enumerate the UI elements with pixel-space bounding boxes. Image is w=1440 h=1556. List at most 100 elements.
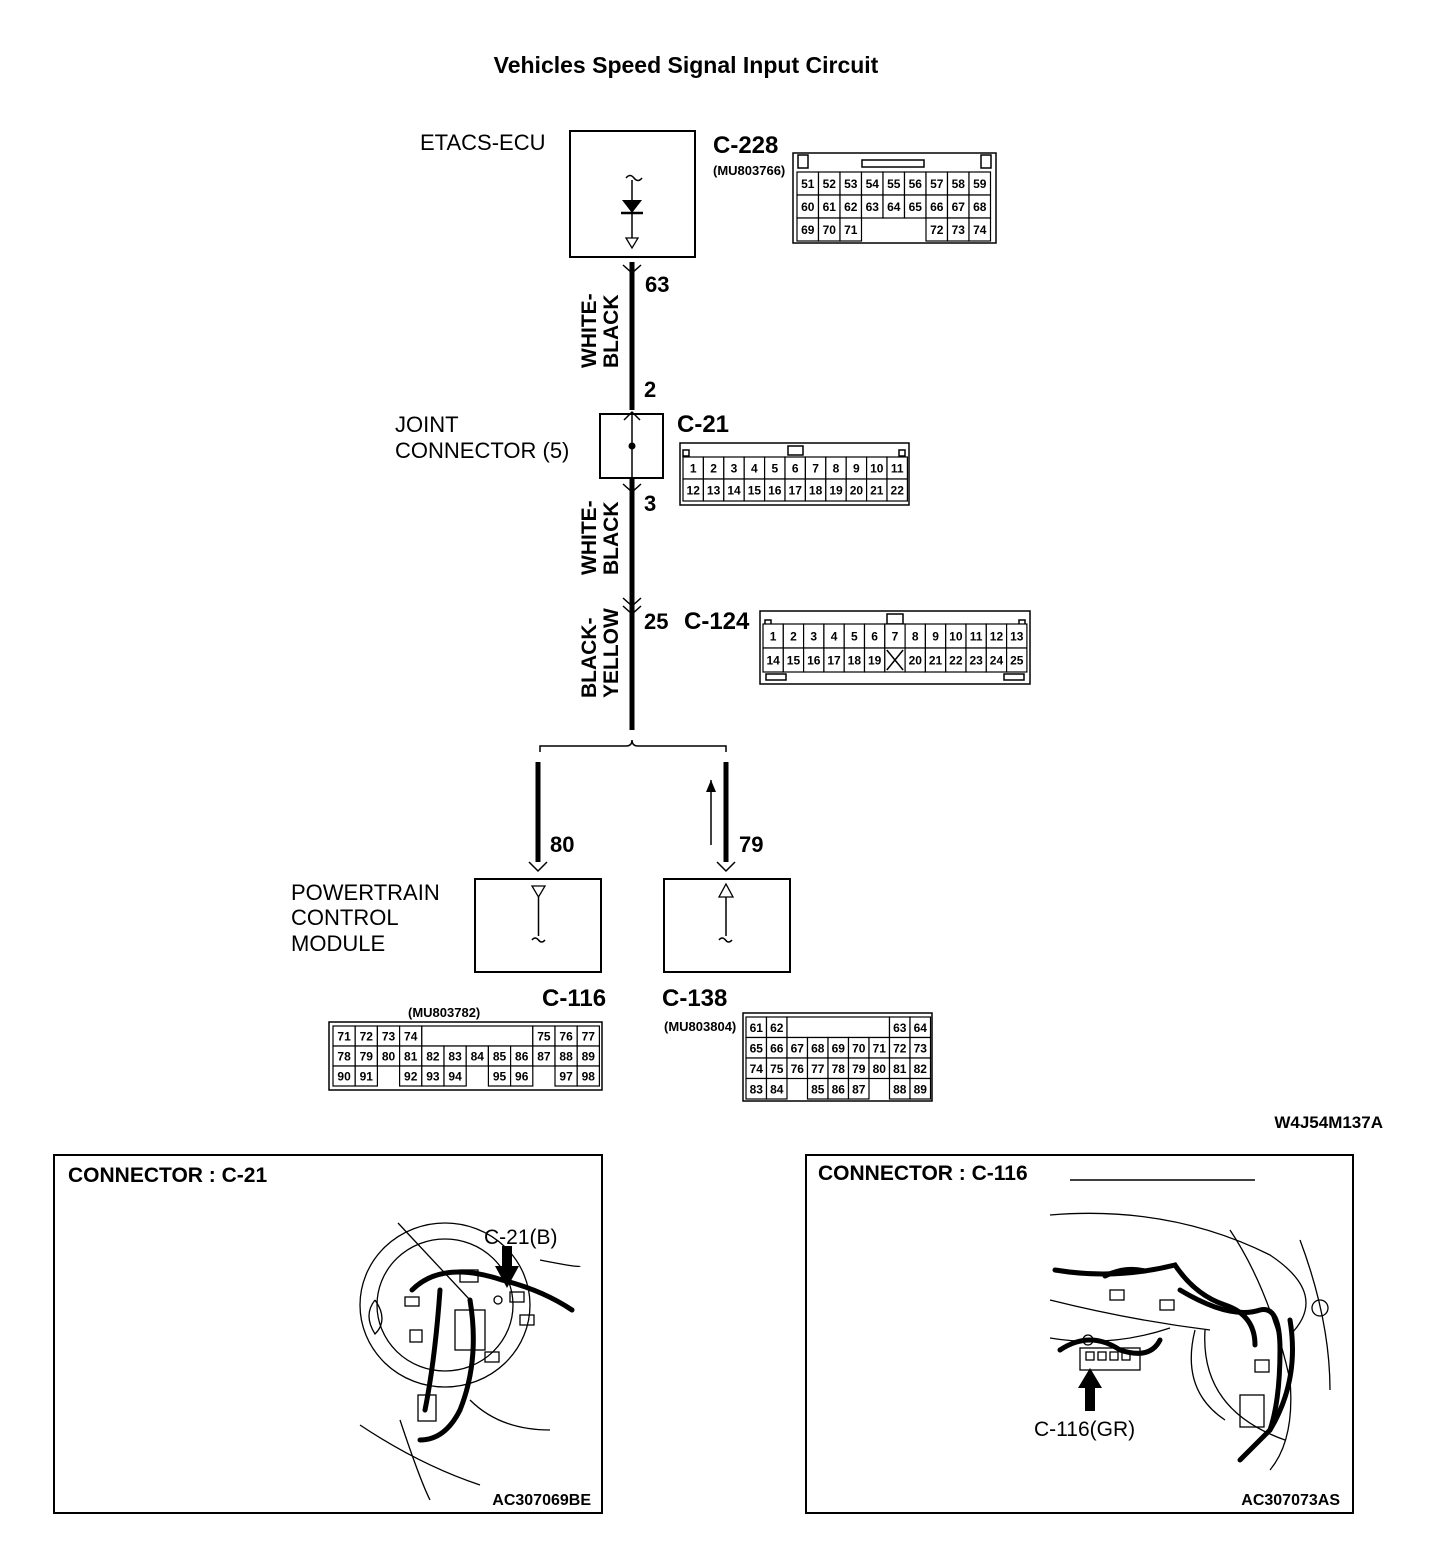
pin-number: 74	[750, 1062, 764, 1076]
pin-number: 73	[952, 223, 966, 237]
pin-number: 9	[853, 462, 860, 476]
pin-number: 62	[844, 200, 858, 214]
pin-number: 12	[990, 630, 1004, 644]
pin-number: 17	[789, 484, 803, 498]
pin-number: 13	[1010, 630, 1024, 644]
c-124-feet	[765, 673, 1025, 681]
etacs-ecu-output-arrow-icon	[624, 237, 640, 250]
wire-color-white-black-2-line1: WHITE-	[578, 500, 601, 575]
joint-connector-label-line2: CONNECTOR (5)	[395, 438, 569, 463]
pin-number: 88	[893, 1082, 907, 1096]
pin-number: 83	[750, 1082, 764, 1096]
pin-63-label: 63	[645, 272, 669, 297]
pin-number: 15	[787, 654, 801, 668]
pin-number: 21	[870, 484, 884, 498]
c-228-id: C-228	[713, 132, 778, 159]
pin-number: 79	[852, 1062, 866, 1076]
pin-number: 10	[870, 462, 884, 476]
pin-number: 87	[537, 1050, 551, 1064]
pin-number: 94	[448, 1070, 462, 1084]
pin-number: 52	[823, 177, 837, 191]
pin-number: 17	[827, 654, 841, 668]
pin-number: 23	[969, 654, 983, 668]
figure-reference: W4J54M137A	[1274, 1113, 1383, 1132]
pin-number: 76	[559, 1030, 573, 1044]
etacs-ecu: ETACS-ECU	[420, 130, 696, 258]
pin-number: 61	[823, 200, 837, 214]
pin-number: 24	[990, 654, 1004, 668]
pcm-box-c116	[474, 878, 602, 973]
pin-number: 79	[360, 1050, 374, 1064]
pin-number: 21	[929, 654, 943, 668]
pin-number: 7	[812, 462, 819, 476]
pin-number: 77	[811, 1062, 825, 1076]
pin-number: 3	[731, 462, 738, 476]
pin-number: 55	[887, 177, 901, 191]
junction-dot	[628, 442, 636, 450]
pcm-box-c138	[663, 878, 791, 973]
pin-number: 22	[949, 654, 963, 668]
etacs-ecu-label: ETACS-ECU	[420, 130, 546, 155]
connector-mark-25	[622, 597, 642, 616]
pin-number: 70	[852, 1041, 866, 1055]
pin-cell	[786, 1016, 891, 1039]
pin-number: 18	[809, 484, 823, 498]
panel-c-116-frame	[805, 1154, 1354, 1514]
pin-79-label: 79	[739, 832, 763, 857]
panel-c-21-arrow-icon	[495, 1266, 519, 1288]
pin-number: 64	[914, 1021, 928, 1035]
c-124-key	[886, 613, 904, 625]
connector-mark-3	[622, 483, 642, 494]
pin-number: 68	[973, 200, 987, 214]
pin-cell	[909, 1077, 932, 1100]
instrument-panel-harness-illustration	[1049, 1212, 1331, 1471]
pin-number: 87	[852, 1082, 866, 1096]
c-21-id: C-21	[677, 411, 729, 438]
pin-number: 96	[515, 1070, 529, 1084]
pin-number: 72	[930, 223, 944, 237]
pin-number: 4	[831, 630, 838, 644]
pin-number: 71	[873, 1041, 887, 1055]
panel-c-21-arrow-shaft	[502, 1246, 512, 1268]
pin-number: 65	[909, 200, 923, 214]
c-228-key	[861, 159, 925, 168]
pin-blank-cross	[886, 649, 904, 671]
pin-number: 73	[382, 1030, 396, 1044]
panel-connector-c-116: CONNECTOR : C-116 C-116(GR) AC307073AS	[805, 1154, 1354, 1514]
pin-number: 85	[811, 1082, 825, 1096]
pin-number: 66	[770, 1041, 784, 1055]
pin-number: 54	[866, 177, 880, 191]
pin-number: 14	[766, 654, 780, 668]
panel-c-21-title: CONNECTOR : C-21	[68, 1164, 267, 1187]
pin-25-label: 25	[644, 609, 668, 634]
pin-number: 12	[687, 484, 701, 498]
wire-color-white-black-1-line1: WHITE-	[578, 293, 601, 368]
pin-cell	[765, 1077, 788, 1100]
pin-number: 64	[887, 200, 901, 214]
pin-number: 11	[970, 630, 983, 644]
pin-number: 9	[932, 630, 939, 644]
panel-c-116-pointer-label: C-116(GR)	[1034, 1418, 1135, 1441]
pin-number: 5	[851, 630, 858, 644]
pin-cell	[847, 1077, 870, 1100]
pin-number: 59	[973, 177, 987, 191]
pin-number: 84	[471, 1050, 485, 1064]
pin-cell	[839, 217, 863, 242]
pin-cell	[443, 1065, 467, 1087]
pin-number: 2	[710, 462, 717, 476]
etacs-ecu-internal-wave-icon	[625, 174, 643, 182]
pin-number: 63	[866, 200, 880, 214]
pin-number: 80	[873, 1062, 887, 1076]
pcm-label-line2: CONTROL	[291, 905, 399, 930]
pin-number: 20	[850, 484, 864, 498]
pin-number: 71	[337, 1030, 351, 1044]
pin-number: 72	[360, 1030, 374, 1044]
pin-number: 1	[770, 630, 777, 644]
pin-number: 83	[448, 1050, 462, 1064]
pin-number: 76	[791, 1062, 805, 1076]
